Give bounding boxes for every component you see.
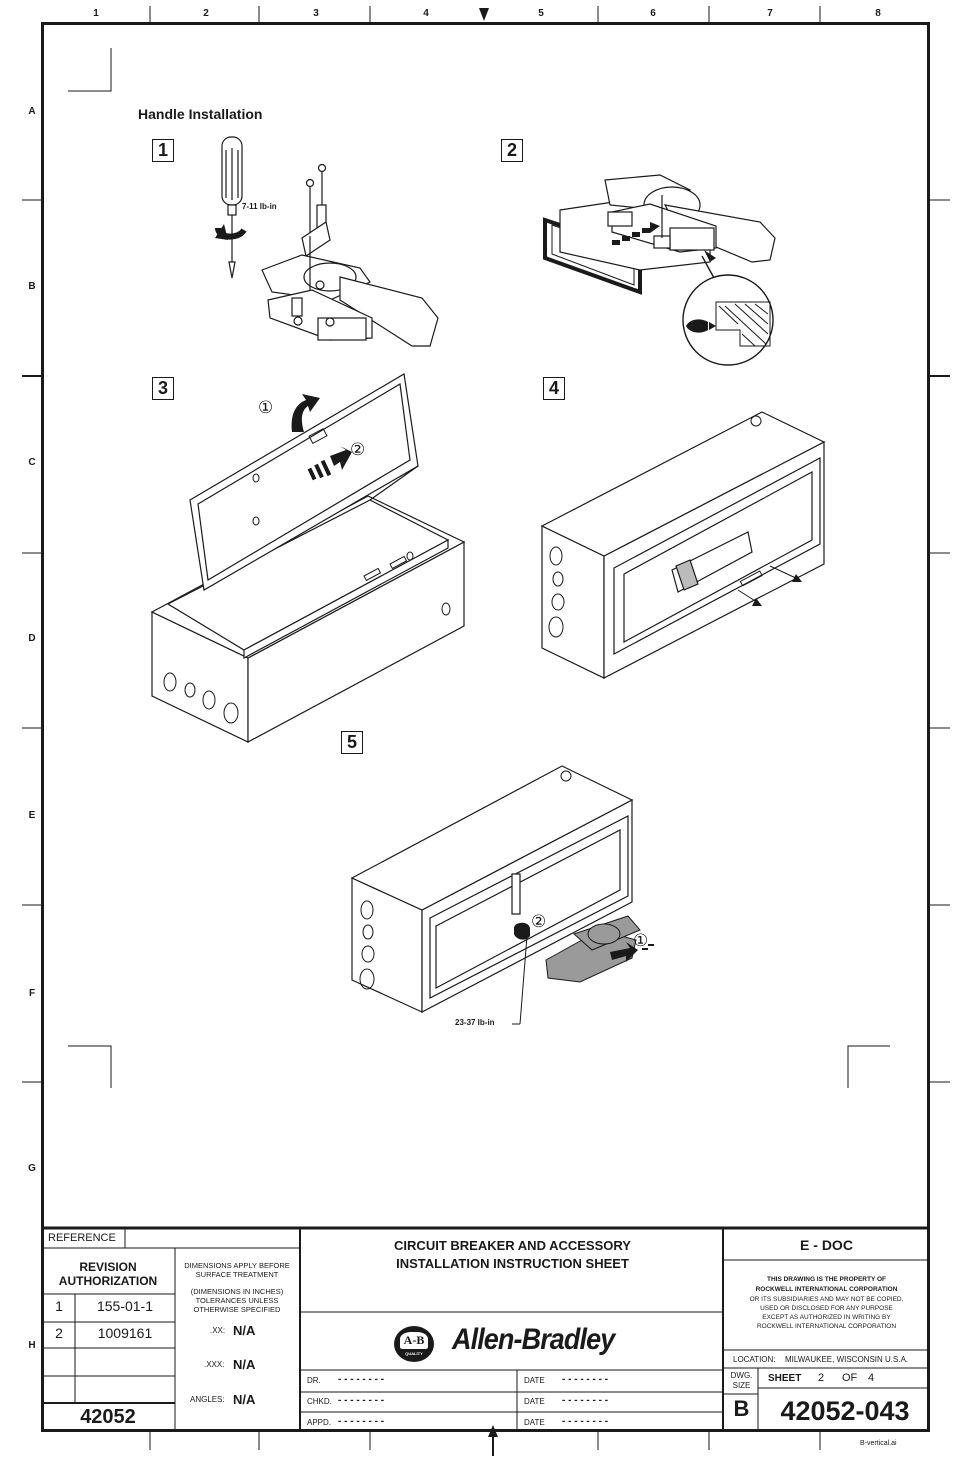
grid-row-f: F — [28, 988, 36, 999]
property-line-6: ROCKWELL INTERNATIONAL CORPORATION — [756, 1323, 897, 1330]
logo-mark: A-B — [400, 1332, 428, 1349]
revision-row-2-number: 2 — [55, 1325, 63, 1341]
drawing-border — [41, 22, 930, 1432]
tolerance-angles-label: ANGLES: — [190, 1395, 225, 1404]
grid-row-a: A — [28, 106, 36, 117]
checked-by-label: CHKD. — [307, 1397, 332, 1406]
drawn-by-label: DR. — [307, 1376, 321, 1385]
part-number: 42052 — [80, 1406, 136, 1428]
file-name: B-vertical.ai — [860, 1440, 897, 1447]
callout-2-step-5: ② — [531, 912, 547, 931]
property-line-4: USED OR DISCLOSED FOR ANY PURPOSE — [760, 1305, 893, 1312]
grid-column-7: 7 — [767, 8, 773, 19]
date-label-approved: DATE — [524, 1418, 545, 1427]
reference-label: REFERENCE — [48, 1232, 116, 1244]
tolerance-xxx-label: .XXX: — [204, 1360, 225, 1369]
date-value-checked: - - - - - - - - — [562, 1395, 609, 1406]
property-line-5: EXCEPT AS AUTHORIZED IN WRITING BY — [762, 1314, 891, 1321]
edoc-label: E - DOC — [800, 1237, 853, 1253]
date-label-checked: DATE — [524, 1397, 545, 1406]
dwg-size-value: B — [733, 1396, 750, 1421]
grid-row-g: G — [28, 1163, 36, 1174]
grid-column-3: 3 — [313, 8, 319, 19]
grid-column-2: 2 — [203, 8, 209, 19]
property-line-2: ROCKWELL INTERNATIONAL CORPORATION — [755, 1286, 898, 1293]
approved-by-label: APPD. — [307, 1418, 332, 1427]
revision-row-2-code: 1009161 — [97, 1325, 153, 1341]
grid-column-5: 5 — [538, 8, 544, 19]
sheet-total: 4 — [868, 1372, 875, 1384]
dwg-size-label: DWG. SIZE — [730, 1371, 753, 1390]
grid-column-6: 6 — [650, 8, 656, 19]
logo-sub: QUALITY — [405, 1351, 423, 1356]
allen-bradley-logo-icon: A-B QUALITY — [394, 1326, 434, 1362]
callout-1-step-5: ① — [633, 931, 649, 950]
date-label-drawn: DATE — [524, 1376, 545, 1385]
drawing-number: 42052-043 — [780, 1396, 910, 1426]
sheet-title-line-1: CIRCUIT BREAKER AND ACCESSORY — [394, 1238, 631, 1253]
checked-by-value: - - - - - - - - — [338, 1395, 385, 1406]
dimensions-note-surface: DIMENSIONS APPLY BEFORE SURFACE TREATMEN… — [184, 1261, 290, 1279]
tolerance-angles-value: N/A — [233, 1392, 256, 1407]
grid-row-h: H — [28, 1340, 36, 1351]
drawing-heading: Handle Installation — [138, 106, 263, 122]
callout-2-step-3: ② — [350, 440, 366, 459]
location-value: MILWAUKEE, WISCONSIN U.S.A. — [785, 1355, 909, 1364]
callout-1-step-3: ① — [258, 398, 274, 417]
location-label: LOCATION: — [733, 1355, 776, 1364]
sheet-number: 2 — [818, 1372, 825, 1384]
grid-row-b: B — [28, 281, 36, 292]
grid-row-d: D — [28, 633, 36, 644]
property-line-3: OR ITS SUBSIDIARIES AND MAY NOT BE COPIE… — [749, 1296, 904, 1303]
dimensions-note-tolerances: (DIMENSIONS IN INCHES) TOLERANCES UNLESS… — [190, 1287, 284, 1314]
step-3-marker: 3 — [152, 377, 174, 400]
tolerance-xx-label: .XX: — [210, 1326, 226, 1335]
property-line-1: THIS DRAWING IS THE PROPERTY OF — [766, 1276, 887, 1283]
grid-column-4: 4 — [423, 8, 429, 19]
grid-column-1: 1 — [93, 8, 99, 19]
date-value-drawn: - - - - - - - - — [562, 1374, 609, 1385]
sheet-title-line-2: INSTALLATION INSTRUCTION SHEET — [396, 1256, 629, 1271]
tolerance-xx-value: N/A — [233, 1323, 256, 1338]
torque-label-step-1: 7-11 lb-in — [242, 202, 277, 211]
tolerance-xxx-value: N/A — [233, 1357, 256, 1372]
date-value-approved: - - - - - - - - — [562, 1416, 609, 1427]
sheet-label: SHEET — [768, 1373, 802, 1384]
grid-column-8: 8 — [875, 8, 881, 19]
approved-by-value: - - - - - - - - — [338, 1416, 385, 1427]
brand-name: Allen-Bradley — [452, 1323, 615, 1356]
revision-row-1-number: 1 — [55, 1298, 63, 1314]
sheet-of-label: OF — [842, 1372, 858, 1384]
grid-row-c: C — [28, 457, 36, 468]
revision-authorization-label: REVISION AUTHORIZATION — [58, 1260, 158, 1288]
step-1-marker: 1 — [152, 139, 174, 162]
step-4-marker: 4 — [543, 377, 565, 400]
drawn-by-value: - - - - - - - - — [338, 1374, 385, 1385]
grid-row-e: E — [28, 810, 36, 821]
step-2-marker: 2 — [501, 139, 523, 162]
revision-row-1-code: 155-01-1 — [96, 1298, 154, 1314]
step-5-marker: 5 — [341, 731, 363, 754]
torque-label-step-5: 23-37 lb-in — [455, 1018, 495, 1027]
